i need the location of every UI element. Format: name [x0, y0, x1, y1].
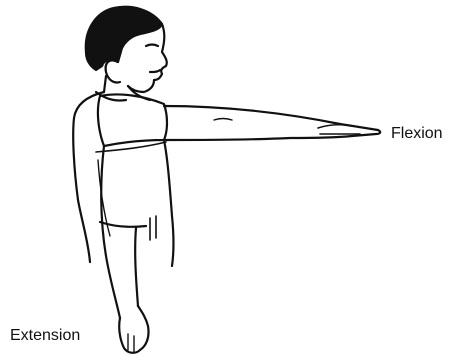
ear — [106, 60, 120, 82]
extension-label: Extension — [10, 327, 80, 345]
eye — [146, 45, 158, 47]
mouth — [150, 70, 160, 72]
neck — [104, 76, 106, 92]
sleeve — [98, 94, 167, 146]
hair — [86, 7, 162, 70]
flexion-label: Flexion — [391, 125, 443, 143]
lowered-arm — [101, 146, 120, 318]
torso-front — [164, 140, 174, 266]
raised-arm — [164, 106, 380, 140]
